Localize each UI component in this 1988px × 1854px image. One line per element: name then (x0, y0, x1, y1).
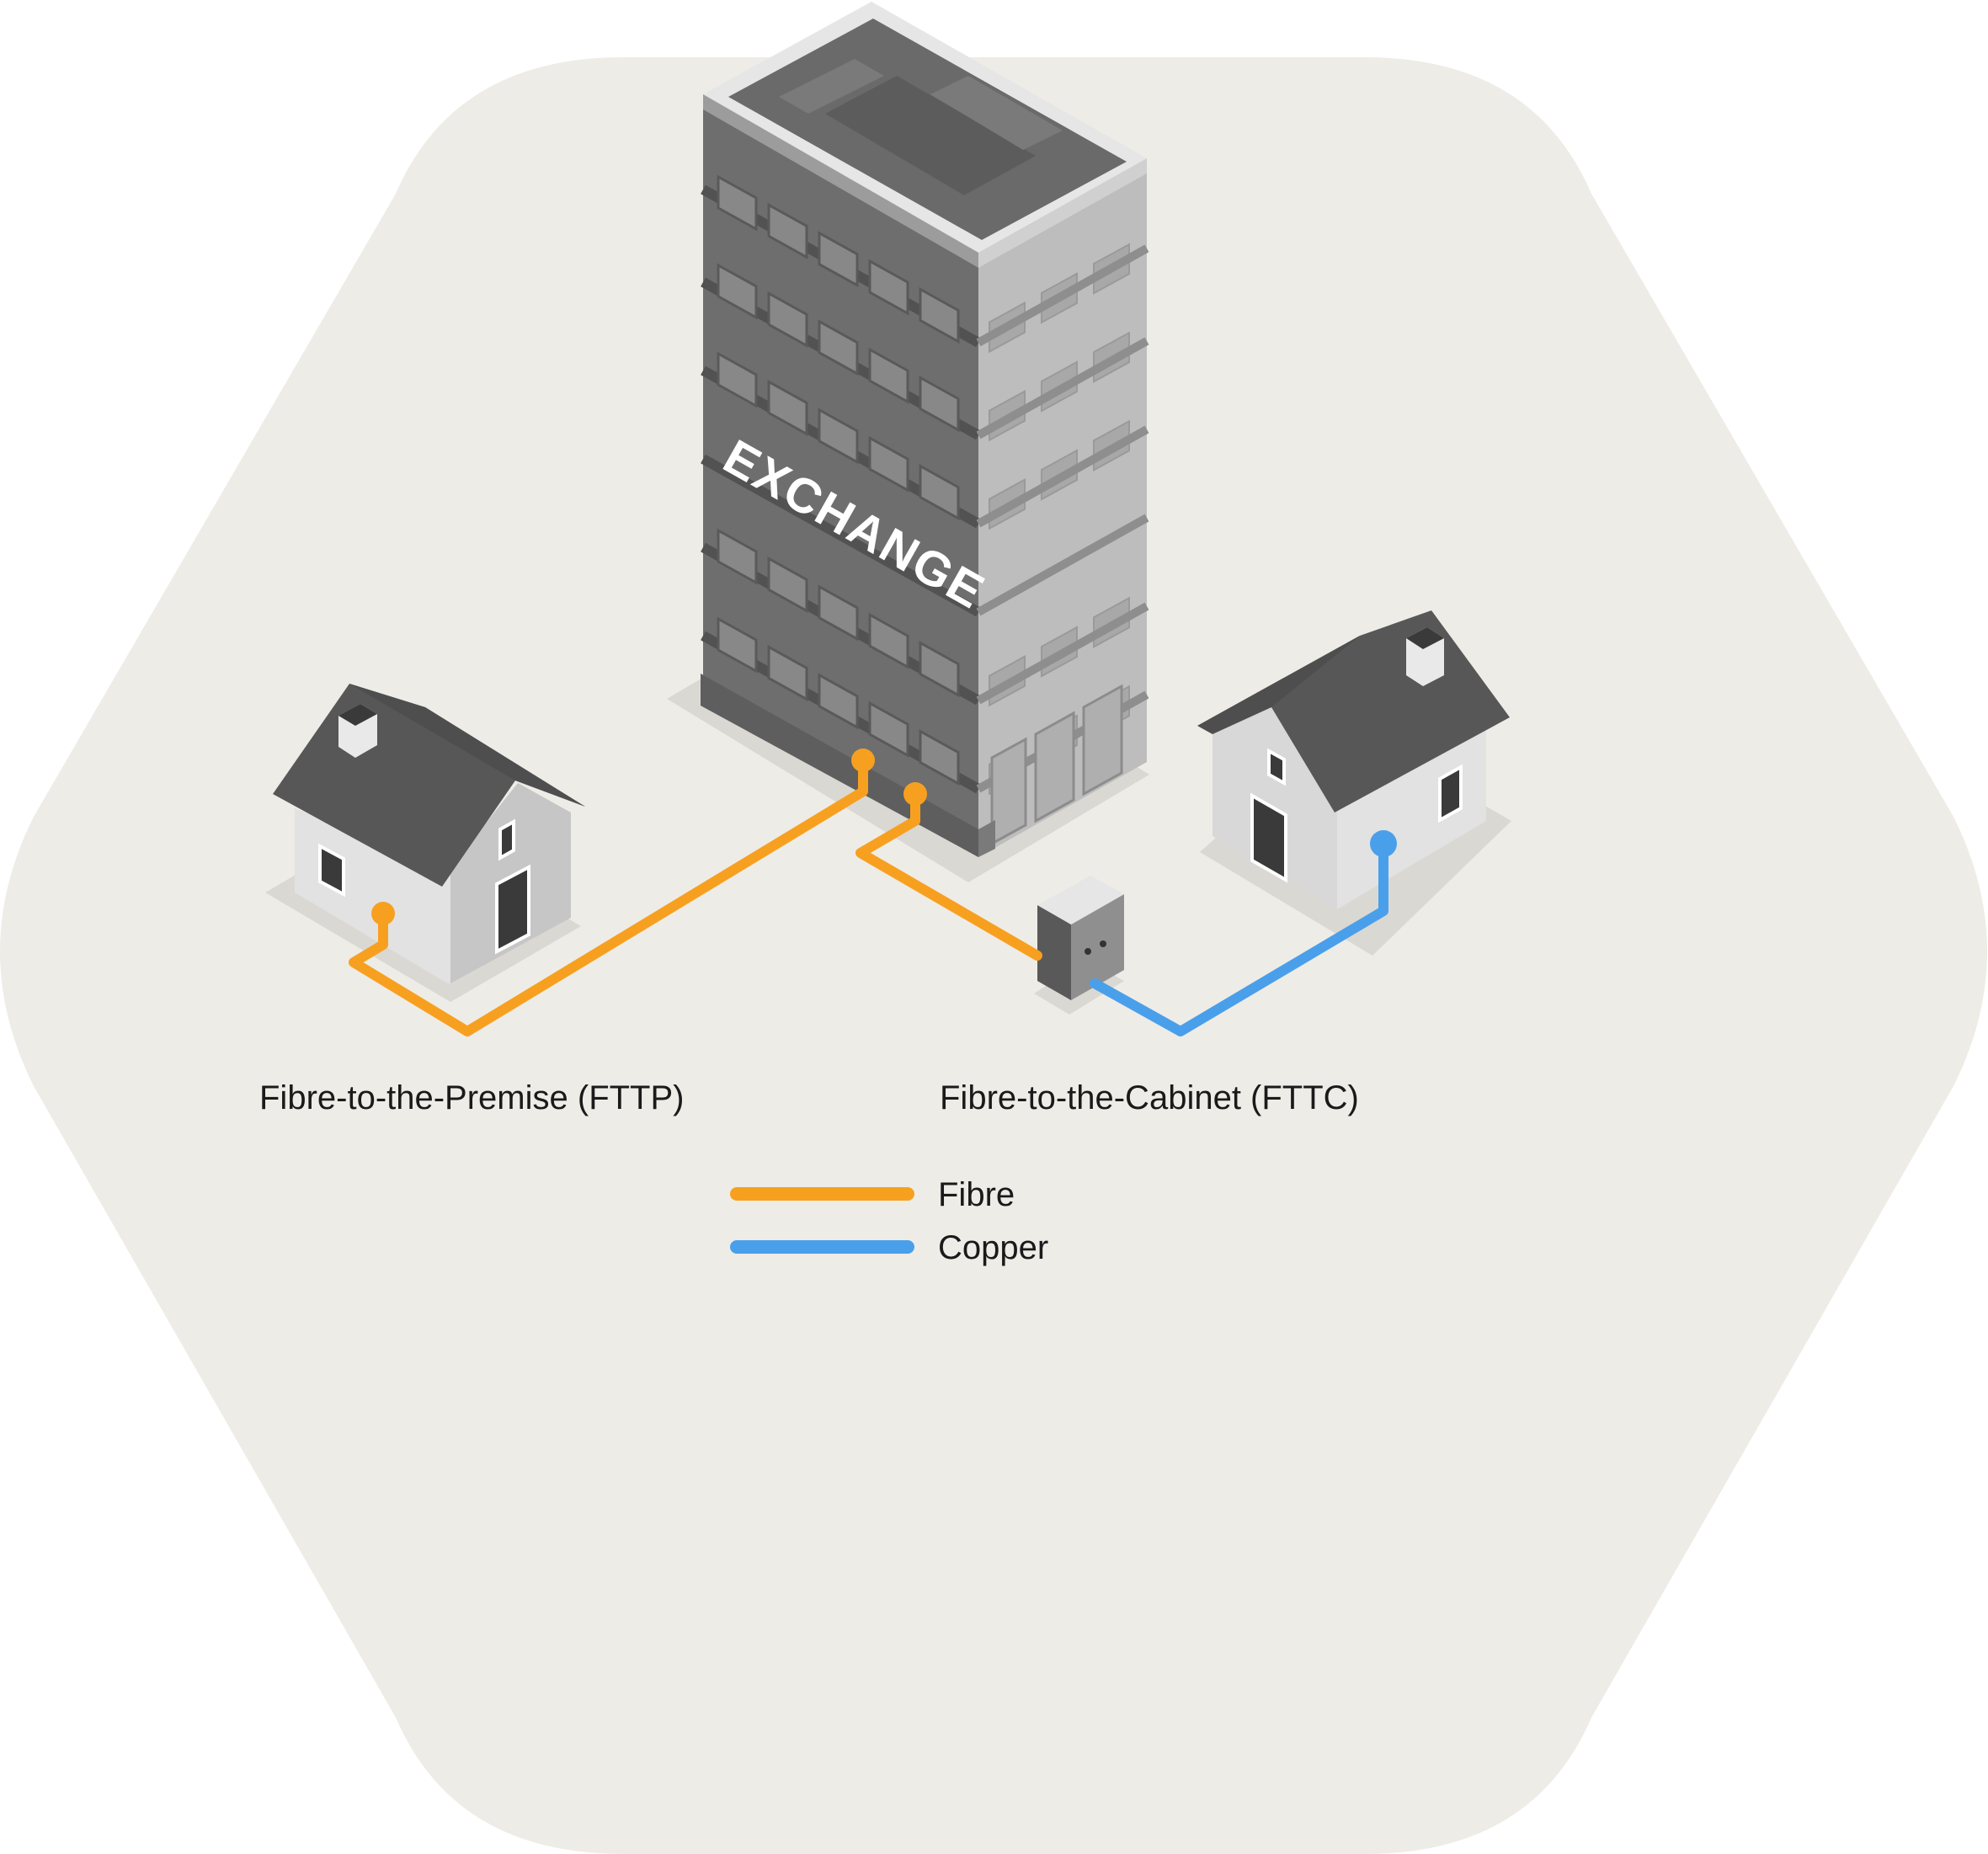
fttp-label: Fibre-to-the-Premise (FTTP) (259, 1079, 685, 1116)
exchange-base-right (978, 820, 995, 857)
house-right-window-2 (1438, 764, 1463, 823)
fibre-cable-fttp (349, 757, 868, 1036)
exchange-roof-panel-small-2 (930, 76, 1063, 150)
exchange-roof-rim-left (703, 94, 978, 268)
fttc-label: Fibre-to-the-Cabinet (FTTC) (940, 1079, 1359, 1116)
exchange-roof-panel-small (779, 59, 884, 114)
street-cabinet (1037, 876, 1124, 1000)
exchange-roof-panel (825, 76, 1036, 195)
copper-cable (1090, 841, 1388, 1036)
legend-label-copper: Copper (938, 1229, 1048, 1266)
fibre-node-exchange-a (851, 749, 875, 772)
house-right-wall-right (1337, 720, 1486, 909)
background-hexagon (0, 57, 1987, 1854)
exchange-windows-left (717, 174, 960, 786)
house-left-window-2 (498, 818, 515, 861)
fibre-cable-fttc (855, 791, 1042, 961)
cabinet-side (1071, 894, 1124, 1000)
house-right-door (1250, 792, 1287, 883)
house-right-wall-left (1213, 695, 1337, 909)
cabinet-front (1037, 905, 1071, 1000)
house-left-door (495, 864, 530, 955)
exchange-roof-rim-right (978, 158, 1147, 268)
cabinet-top (1037, 876, 1124, 924)
legend-label-fibre: Fibre (938, 1176, 1015, 1213)
house-fttc (1197, 610, 1510, 909)
house-left-roof-ridge (349, 684, 585, 807)
fibre-node-exchange-b (903, 782, 927, 806)
house-fttp (273, 684, 585, 985)
exchange-building: EXCHANGE (701, 2, 1149, 857)
copper-node-house-right (1370, 830, 1397, 857)
exchange-doors (990, 684, 1123, 846)
house-right-window (1267, 748, 1286, 786)
house-right-roof-ridge (1197, 636, 1360, 734)
exchange-base-left (701, 674, 978, 857)
legend: Fibre Copper (730, 1176, 1048, 1266)
house-left-window (318, 843, 345, 898)
fibre-node-house-left (371, 902, 395, 925)
